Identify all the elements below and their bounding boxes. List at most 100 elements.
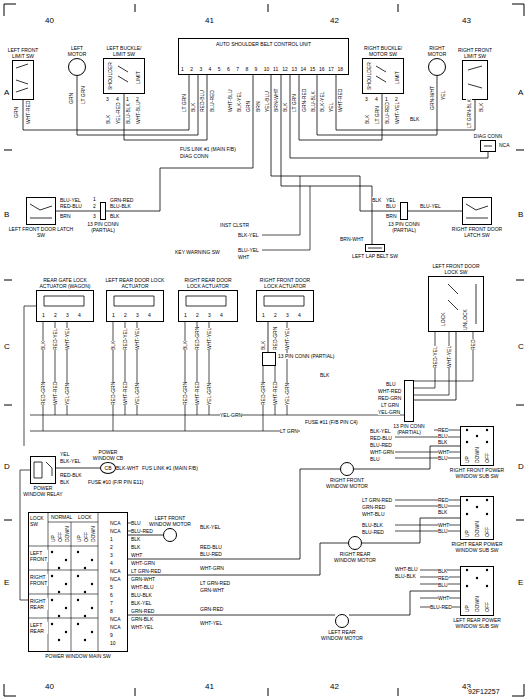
wire-label: BLK bbox=[190, 103, 196, 112]
wire-label: FUS LINK #1 (MAIN F/B) bbox=[142, 465, 198, 471]
frame-marks bbox=[4, 4, 524, 696]
wire-label: 9 bbox=[255, 66, 258, 72]
wire-label: WHT-YEL bbox=[284, 328, 290, 350]
contact-dot bbox=[51, 551, 53, 553]
wire-label: 3 bbox=[93, 213, 96, 219]
wire-label: BLK bbox=[60, 479, 69, 485]
contact-dot bbox=[84, 639, 86, 641]
wire-label: BLK bbox=[260, 341, 266, 350]
contact-dot bbox=[476, 577, 478, 579]
wire-label: RED-BLU bbox=[60, 203, 82, 209]
wire-label: 5 bbox=[110, 584, 113, 590]
contact-dot bbox=[51, 575, 53, 577]
wire-connector bbox=[77, 75, 198, 135]
wire-label: 2 bbox=[54, 312, 57, 318]
wire-label: 1 bbox=[112, 312, 115, 318]
wire-label: 3 bbox=[110, 552, 113, 558]
wire-connector bbox=[128, 469, 340, 559]
wire-label: YEL bbox=[328, 103, 334, 112]
component-box: RIGHT FRONT DOOR LATCH SW bbox=[462, 197, 492, 225]
grid-reference: C bbox=[4, 342, 10, 351]
contact-dot bbox=[91, 607, 93, 609]
contact-dot bbox=[486, 585, 488, 587]
wire-label: 1 bbox=[93, 196, 96, 202]
wire-label: BLK bbox=[364, 115, 370, 124]
contact-dot bbox=[77, 575, 79, 577]
component-box: 13 PIN CONN (PARTIAL) bbox=[262, 352, 276, 366]
wire-label: SHOULDER bbox=[107, 62, 113, 90]
wire-label: 2 bbox=[190, 66, 193, 72]
wire-label: OFF bbox=[484, 602, 490, 612]
wire-label: 13 bbox=[291, 66, 297, 72]
grid-reference: B bbox=[4, 210, 9, 219]
contact-dot bbox=[486, 429, 488, 431]
wire-label: 6 bbox=[110, 592, 113, 598]
wire-label: BLK-YEL bbox=[370, 428, 391, 434]
component-label: 13 PIN CONN (PARTIAL) bbox=[384, 221, 424, 233]
wire-label: OFF bbox=[83, 532, 89, 542]
wire-label: WHT-GRN bbox=[131, 560, 155, 566]
wire-label: BLK-YEL bbox=[319, 91, 325, 112]
component-label: RIGHT REAR WINDOW MOTOR bbox=[330, 551, 380, 563]
wire-label: INST CLSTR bbox=[220, 222, 249, 228]
contact-dot bbox=[77, 623, 79, 625]
wire-label: 17 bbox=[328, 66, 334, 72]
wire-connector bbox=[336, 75, 475, 130]
wire-label: WHT-YEL bbox=[200, 620, 222, 626]
switch-table-grid bbox=[28, 512, 98, 652]
wire-label: 1 bbox=[42, 312, 45, 318]
wire-connector bbox=[23, 75, 189, 130]
component-label: RIGHT BUCKLE/ MOTOR SW bbox=[359, 45, 407, 57]
component-label: 13 PIN CONN (PARTIAL) bbox=[278, 353, 335, 359]
wire-label: BLU bbox=[131, 520, 141, 526]
wire-label: UP bbox=[464, 530, 470, 537]
component-label: LEFT FRONT DOOR LOCK SW bbox=[431, 263, 481, 275]
component-label: POWER WINDOW CB bbox=[88, 449, 128, 461]
wire-connector bbox=[268, 322, 269, 352]
contact-dot bbox=[58, 639, 60, 641]
contact-dot bbox=[91, 559, 93, 561]
wire-label: LOCK bbox=[440, 312, 446, 326]
wire-label: YEL bbox=[60, 451, 69, 457]
wire-label: 4 bbox=[298, 312, 301, 318]
component-label: LEFT FRONT DOOR LATCH SW bbox=[6, 226, 76, 238]
wire-label: WHT-YEL bbox=[206, 328, 212, 350]
wire-label: BLU-BLK bbox=[362, 522, 383, 528]
wire-label: OFF bbox=[484, 453, 490, 463]
wire-label: YEL-GRN bbox=[378, 409, 400, 415]
grid-reference: D bbox=[518, 462, 524, 471]
wire-label: BRN-WHT bbox=[273, 88, 279, 112]
wire-label: BLK bbox=[410, 116, 419, 122]
wire-label: 10 bbox=[264, 66, 270, 72]
component-label: POWER WINDOW RELAY bbox=[23, 485, 63, 497]
wire-label: 4 bbox=[209, 66, 212, 72]
contact-dot bbox=[476, 506, 478, 508]
wire-label: BLK bbox=[182, 341, 188, 350]
component-label: POWER WINDOW MAIN SW bbox=[45, 653, 111, 659]
wire-label: WHT-RED bbox=[122, 382, 128, 405]
wire-connector bbox=[128, 615, 335, 616]
wire-label: UP bbox=[464, 605, 470, 612]
wire-label: BLK bbox=[372, 197, 381, 203]
wire-label: BLK bbox=[105, 115, 111, 124]
wire-label: LT GRN bbox=[374, 106, 380, 124]
component-label: RIGHT FRONT WINDOW MOTOR bbox=[322, 477, 372, 489]
wire-label: BLU-BLK bbox=[310, 91, 316, 112]
wire-label: GRN-RED bbox=[362, 504, 385, 510]
wire-label: LOCK SW bbox=[30, 515, 47, 527]
wire-label: 18 bbox=[337, 66, 343, 72]
wire-label: LOCK bbox=[78, 514, 92, 520]
grid-reference: 92F12257 bbox=[468, 688, 500, 696]
wire-label: GRN-RED bbox=[200, 606, 223, 612]
wire-label: 15 bbox=[310, 66, 316, 72]
wire-label: 2 bbox=[196, 312, 199, 318]
wire-label: RED-BLU bbox=[199, 90, 205, 112]
wire-label: 3 bbox=[66, 312, 69, 318]
wire-label: BLK bbox=[438, 509, 447, 515]
contact-dot bbox=[466, 499, 468, 501]
contact-dot bbox=[65, 559, 67, 561]
wire-label: RED-BLK bbox=[60, 472, 82, 478]
wire-label: 3 bbox=[365, 96, 368, 102]
wire-label: FUSE #10 (F/R PIN E11) bbox=[88, 479, 143, 485]
contact-dot bbox=[486, 513, 488, 515]
